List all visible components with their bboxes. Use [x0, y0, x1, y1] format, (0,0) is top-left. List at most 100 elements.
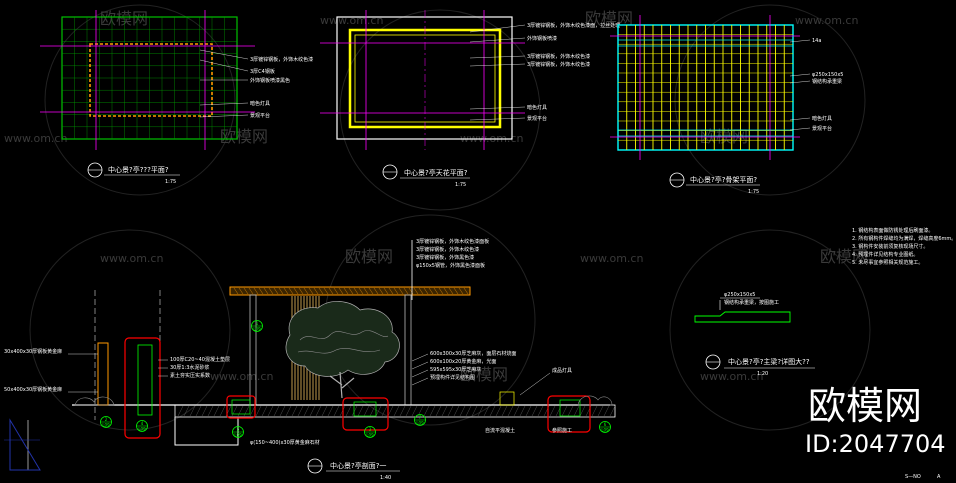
section-marker-text: 3 [369, 427, 372, 432]
footer-rev: A [937, 474, 941, 480]
plan-3-scale: 1:75 [748, 189, 759, 195]
footer-sheet: S—NO [905, 474, 921, 480]
plan-1-scale: 1:75 [165, 179, 176, 185]
watermark-url: www.om.cn [210, 370, 273, 383]
watermark-brand: 欧模网 [345, 247, 393, 266]
annotation-text: 参照施工 [552, 427, 572, 434]
annotation-text: 100厚C20~40混凝土垫层 [170, 356, 230, 363]
annotation-text: 3厚镀锌钢板，外饰木纹色漆 [416, 246, 479, 253]
badge-brand: 欧模网 [808, 384, 922, 428]
plan-2-title: 中心景?亭天花平面? [404, 168, 468, 177]
section-marker-text: L09 [138, 427, 146, 432]
section-marker-text: L09 [601, 428, 609, 433]
annotation-text: 素土夯实压实系数 [170, 372, 210, 379]
spec-line: 5. 未尽事宜参照相关规范施工。 [852, 259, 923, 266]
spec-line: 4. 预埋件详见结构专业图纸。 [852, 251, 918, 258]
callout-box [342, 397, 389, 431]
section: 3厚镀锌钢板，外饰木纹色漆面板3厚镀锌钢板，外饰木纹色漆3厚镀锌钢板，外饰黑色漆… [4, 238, 616, 481]
section-marker-text: 5 [237, 427, 240, 432]
watermark-brand: 欧模网 [460, 365, 508, 384]
section-marker-text: L09 [234, 433, 242, 438]
section-marker-text: 6 [604, 422, 607, 427]
spec-line: 3. 钢构件安装前须复核现场尺寸。 [852, 243, 928, 250]
watermark-layer: 欧模网 www.om.cn 欧模网 www.om.cn www.om.cn 欧模… [4, 4, 871, 431]
section-column-left [249, 294, 257, 406]
annotation-text: 3厚镀锌钢板，外饰木纹色漆 [527, 53, 590, 60]
detail-note: φ250x150x5 [724, 292, 755, 298]
watermark-url: www.om.cn [320, 14, 383, 27]
callout-box [226, 395, 256, 419]
detail-specs: 1. 钢结构表面做防锈处理后刷面漆。2. 所有钢构件焊缝均为满焊，焊缝高度6mm… [852, 227, 956, 266]
ground-hatch [177, 405, 616, 417]
plan-3-title: 中心景?亭?骨架平面? [690, 175, 757, 184]
plan-3-grid [610, 15, 800, 160]
callout-box [124, 337, 161, 439]
annotation-text: 钢结构承重梁 [812, 78, 842, 85]
annotation-text: φ150x5钢管，外饰黑色漆面板 [416, 262, 485, 269]
annotation-text: 595x595x30厚芝麻灰 [430, 366, 481, 373]
badge-id: ID:2047704 [805, 430, 946, 458]
annotation-text: 3厚镀锌钢板，外饰木纹色漆面板 [416, 238, 489, 245]
annotation-text: 成品灯具 [552, 367, 572, 374]
annotation-text: 景观平台 [250, 112, 270, 119]
section-marker-text: L09 [366, 433, 374, 438]
detail-beam [694, 311, 791, 323]
section-marker-text: L09 [416, 421, 424, 426]
annotation-text: 暗色灯具 [812, 115, 832, 122]
annotation-text: 景观平台 [812, 125, 832, 132]
plan-2-scale: 1:75 [455, 182, 466, 188]
watermark-url: www.om.cn [700, 370, 763, 383]
section-roof [229, 286, 471, 296]
detail-scale: 1:20 [757, 371, 768, 377]
watermark-brand: 欧模网 [700, 127, 748, 146]
annotation-text: 外饰钢板喷漆 [527, 35, 557, 42]
section-bench [97, 342, 109, 406]
watermark-brand: 欧模网 [220, 127, 268, 146]
plan-1-roof-outline [89, 43, 213, 117]
annotation-text: 暗色灯具 [250, 100, 270, 107]
section-column-right [404, 294, 412, 406]
annotation-text: 3厚镀锌钢板，外饰黑色漆 [416, 254, 474, 261]
platform-slab [174, 404, 616, 418]
watermark-brand: 欧模网 [100, 9, 148, 28]
section-marker-text: 2 [105, 417, 108, 422]
annotation-text: 自流平混凝土 [485, 427, 515, 434]
section-scale: 1:40 [380, 475, 391, 481]
annotation-text: 3厚镀锌钢板，外饰木纹色漆 [250, 56, 313, 63]
annotation-text: φ(150~400)x30厚黄金麻石材 [250, 439, 320, 446]
watermark-brand: 欧模网 [585, 9, 633, 28]
annotation-text: 3厚镀锌钢板，外饰木纹色漆面，拉丝处理 [527, 22, 620, 29]
watermark-url: www.om.cn [580, 252, 643, 265]
section-marker-text: 7 [419, 415, 422, 420]
plan-2-outline [336, 16, 513, 140]
watermark-url: www.om.cn [100, 252, 163, 265]
annotation-text: 预埋构件详见结构图 [430, 374, 475, 381]
watermark-url: www.om.cn [795, 14, 858, 27]
annotation-text: 3厚C4钢板 [250, 68, 275, 75]
tree [285, 301, 400, 399]
spec-line: 2. 所有钢构件焊缝均为满焊，焊缝高度6mm。 [852, 235, 956, 242]
annotation-text: 外饰钢板喷漆黑色 [250, 77, 290, 84]
annotation-text: 600x300x30厚芝麻灰，面层石材烧面 [430, 350, 516, 357]
annotation-text: 14a [812, 38, 821, 44]
annotation-text: φ250x150x5 [812, 72, 843, 78]
detail-title: 中心景?亭?主梁?详图大?? [728, 357, 810, 366]
section-marker-text: 4 [141, 421, 144, 426]
id-badge: 欧模网 ID:2047704 S—NO A [805, 384, 946, 480]
plan-1-grid [62, 17, 237, 139]
callout-box [547, 395, 591, 433]
annotation-text: 3厚镀锌钢板，外饰木纹色漆 [527, 61, 590, 68]
section-wall [137, 344, 153, 416]
plan-1-title: 中心景?亭???平面? [108, 165, 169, 174]
section-title: 中心景?亭剖面?一 [330, 461, 386, 470]
detail: φ250x150x5 钢结构承重梁，按图施工 中心景?亭?主梁?详图大?? 1:… [694, 227, 956, 377]
detail-note: 钢结构承重梁，按图施工 [724, 299, 779, 306]
